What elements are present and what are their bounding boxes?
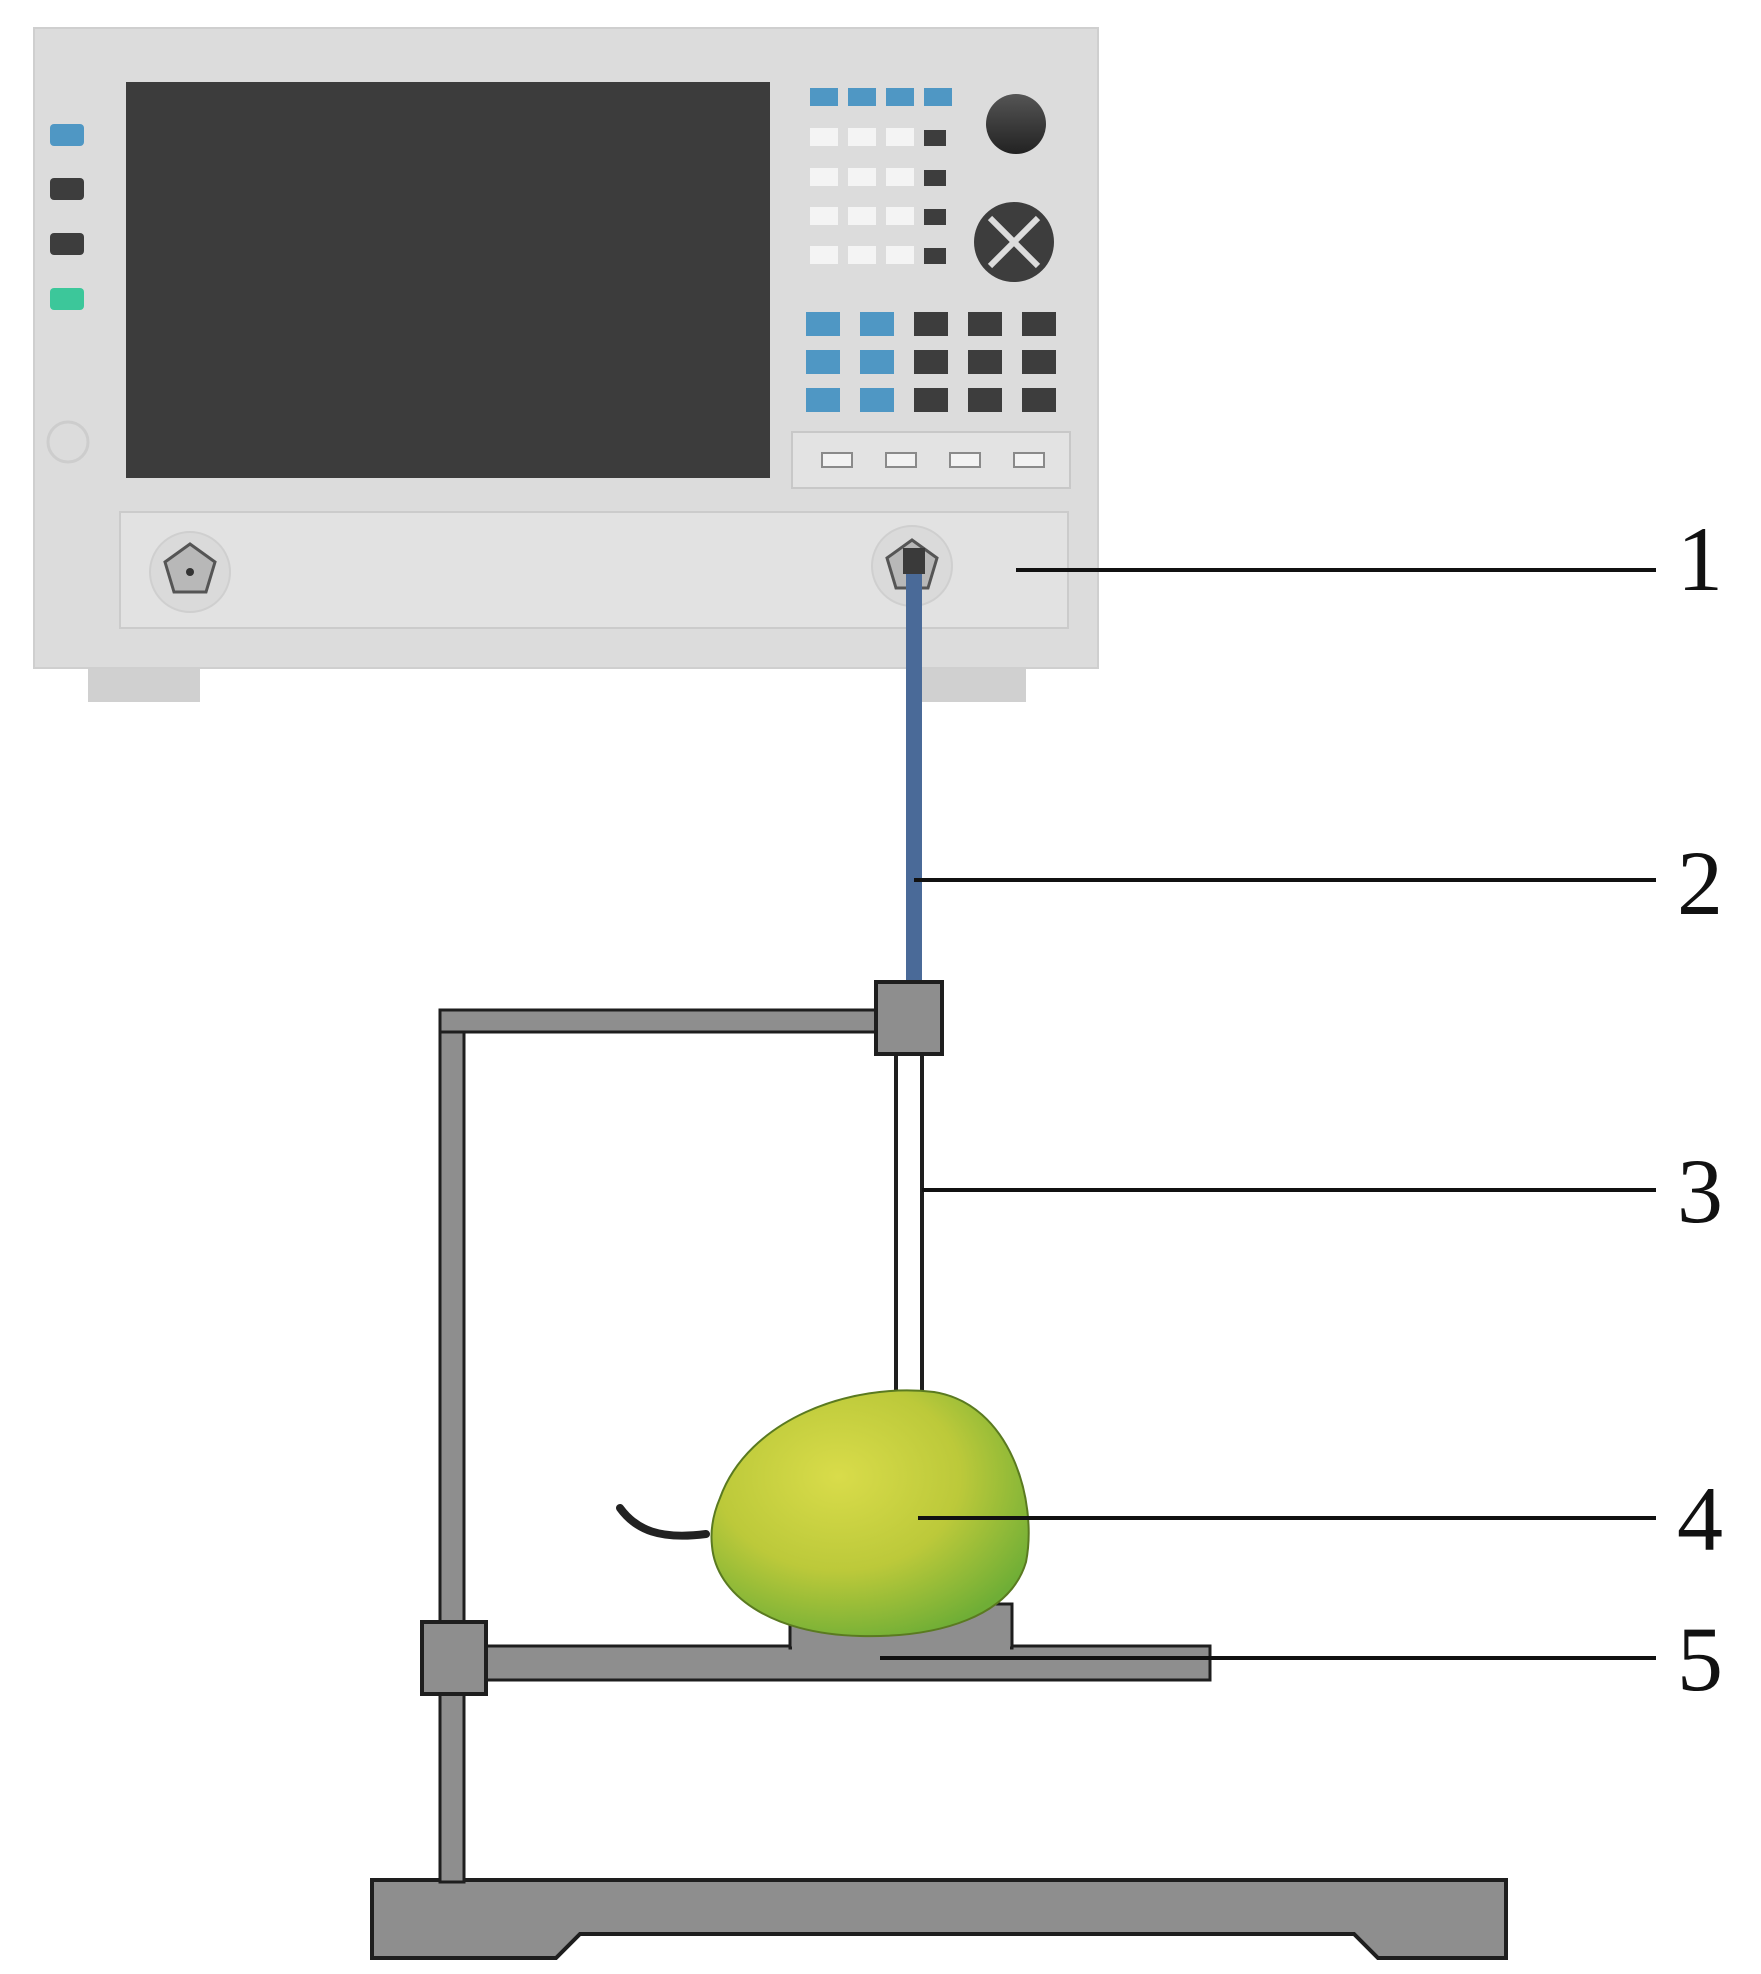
usb-port-icons [821,452,1045,468]
vector-network-analyzer [33,27,1099,702]
callout-label-5: 5 [1677,1608,1723,1710]
callout-label-2: 2 [1677,832,1723,934]
fruit-body [710,1389,1030,1638]
stand-base [370,1878,1508,1960]
stand-rod [438,1008,466,1884]
keypad-upper [810,88,952,264]
callout-1: 1 [1016,508,1723,610]
callout-label-1: 1 [1677,508,1723,610]
callout-2: 2 [914,832,1723,934]
coaxial-cable [903,548,925,992]
retort-stand [370,980,1508,1960]
callout-5: 5 [880,1608,1723,1710]
callout-3: 3 [922,1140,1723,1242]
rf-port-1-icon [149,531,231,613]
stand-top-clamp [874,980,944,1056]
coaxial-probe [894,1052,924,1396]
indicator-green [50,288,84,310]
power-button [46,420,90,464]
indicator-blue [50,124,84,146]
fruit-stem [616,1504,710,1540]
callout-label-4: 4 [1677,1468,1723,1570]
stand-top-arm [438,1008,884,1034]
navigation-pad-icon [974,202,1054,282]
rotary-knob [986,94,1046,154]
callout-4: 4 [918,1468,1723,1570]
stand-lower-clamp [420,1620,488,1696]
keypad-lower [806,312,1056,412]
fruit-sample [616,1389,1030,1638]
indicator-dark-2 [50,233,84,255]
instrument-screen [126,82,770,478]
callout-label-3: 3 [1677,1140,1723,1242]
indicator-dark-1 [50,178,84,200]
